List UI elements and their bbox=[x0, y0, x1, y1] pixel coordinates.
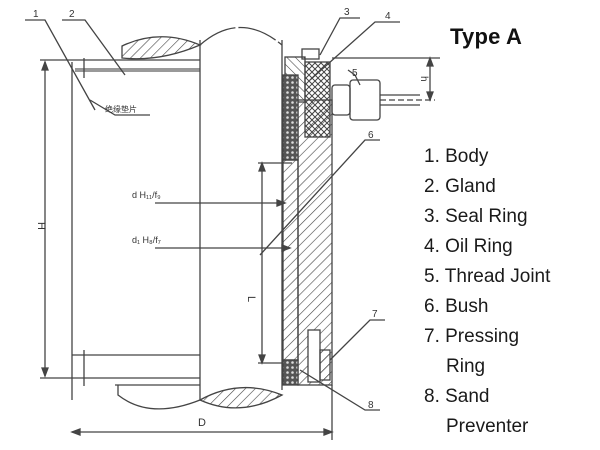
callout-5: 5 bbox=[352, 68, 358, 79]
legend-item-sand-preventer: 8. Sand bbox=[424, 386, 490, 407]
callout-8: 8 bbox=[368, 400, 374, 411]
callout-3: 3 bbox=[344, 7, 350, 18]
callout-4: 4 bbox=[385, 11, 391, 22]
insulation-gasket-note: 绝缘垫片 bbox=[105, 104, 137, 114]
h-label: h bbox=[418, 76, 429, 82]
legend-item-pressing-ring: 7. Pressing bbox=[424, 326, 520, 347]
legend-item-gland: 2. Gland bbox=[424, 176, 496, 197]
legend-item-oil-ring: 4. Oil Ring bbox=[424, 236, 513, 257]
callout-2: 2 bbox=[69, 9, 75, 20]
callout-labels: 1 2 3 4 5 6 7 8 绝缘垫片 d H₁₁/f₉ d₁ H₈/f₇ H… bbox=[33, 7, 429, 429]
d1-fit-label: d₁ H₈/f₇ bbox=[132, 235, 161, 245]
D-label: D bbox=[198, 417, 206, 429]
callout-7: 7 bbox=[372, 309, 378, 320]
thread-joint bbox=[349, 79, 381, 121]
legend-item-pressing-ring-cont: Ring bbox=[446, 356, 486, 377]
legend-item-thread-joint: 5. Thread Joint bbox=[424, 266, 551, 287]
callout-1: 1 bbox=[33, 9, 39, 20]
legend-item-sand-preventer-cont: Preventer bbox=[446, 416, 529, 437]
legend-item-seal-ring: 3. Seal Ring bbox=[424, 206, 528, 227]
callout-6: 6 bbox=[368, 130, 374, 141]
diagram-title: Type A bbox=[450, 24, 523, 49]
legend-item-body: 1. Body bbox=[424, 146, 489, 167]
parts-legend: 1. Body 2. Gland 3. Seal Ring 4. Oil Rin… bbox=[424, 142, 550, 442]
H-label: H bbox=[35, 222, 47, 230]
L-label: L bbox=[245, 296, 257, 302]
d-fit-label: d H₁₁/f₉ bbox=[132, 190, 161, 200]
legend-item-bush: 6. Bush bbox=[424, 296, 489, 317]
